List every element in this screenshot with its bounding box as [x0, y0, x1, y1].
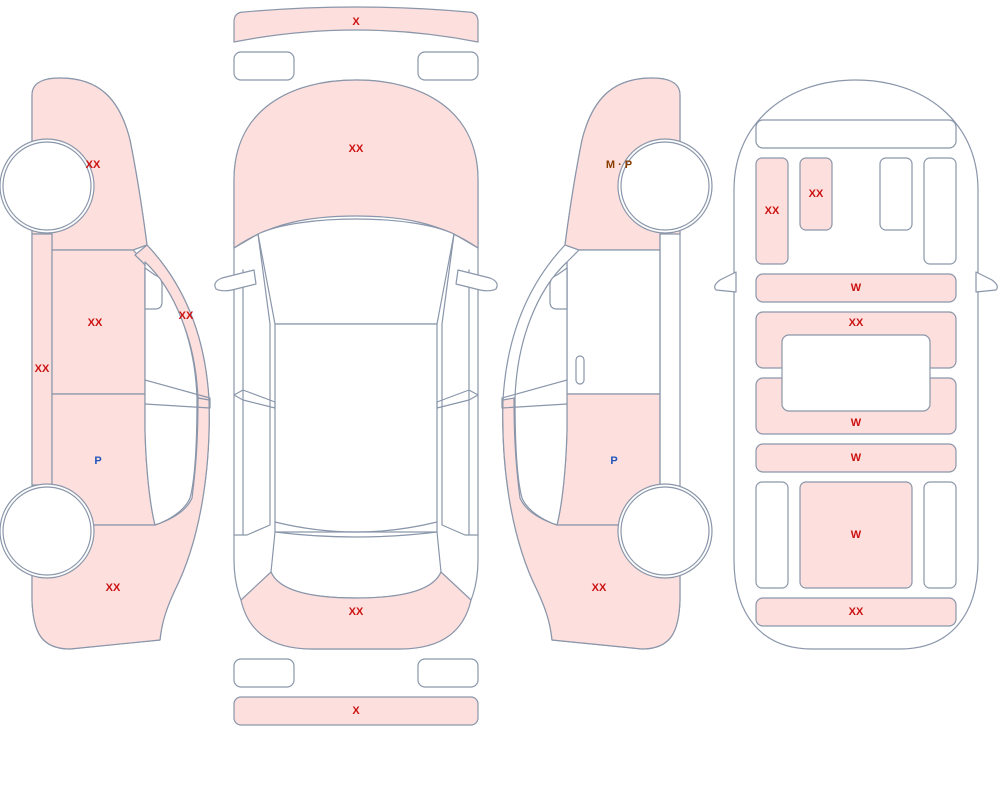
right-front-wheel: [620, 141, 710, 231]
hood[interactable]: [233, 79, 479, 249]
label-right-front-fender: M · P: [606, 159, 632, 171]
label-left-front-fender: XX: [86, 159, 101, 171]
cargo-area[interactable]: [799, 481, 913, 589]
right-door-handle: [575, 355, 585, 385]
label-int-row4: W: [851, 452, 862, 464]
damage-labels: X XX XX X XX XX P XX XX XX M · P P XX XX…: [35, 16, 864, 717]
top-left-mirror: [214, 269, 257, 292]
front-left-headlight: [233, 51, 295, 81]
interior-view: [714, 79, 998, 650]
left-side-view: [0, 77, 211, 650]
front-bumper[interactable]: [233, 6, 479, 43]
left-rear-wheel: [2, 486, 92, 576]
label-left-rocker: XX: [35, 363, 50, 375]
interior-row-5[interactable]: [755, 597, 957, 627]
label-right-rear-door: P: [610, 455, 617, 467]
dashboard: [755, 119, 957, 149]
left-rear-quarter[interactable]: [31, 397, 210, 650]
left-c-pillar-line: [144, 379, 211, 409]
label-int-row2: XX: [849, 317, 864, 329]
right-rear-wheel: [620, 486, 710, 576]
roof: [274, 323, 438, 533]
label-left-quarter: XX: [106, 582, 121, 594]
right-mirror: [549, 267, 568, 310]
left-front-wheel: [2, 141, 92, 231]
rear-bumper[interactable]: [233, 696, 479, 726]
right-side-view: [501, 77, 713, 650]
label-left-front-door: XX: [88, 317, 103, 329]
label-left-rear-door: P: [94, 455, 101, 467]
rear-left-taillight: [233, 658, 295, 688]
label-left-pillar: XX: [179, 310, 194, 322]
rear-bumper-panel[interactable]: [240, 571, 472, 650]
front-right-headlight: [417, 51, 479, 81]
right-rear-quarter[interactable]: [502, 397, 681, 650]
rear-right-taillight: [417, 658, 479, 688]
label-front-bumper: X: [352, 16, 360, 28]
rear-window: [270, 531, 442, 599]
left-rocker-panel[interactable]: [31, 233, 53, 486]
windshield: [257, 218, 455, 325]
label-int-row3: W: [851, 417, 862, 429]
label-hood: XX: [349, 143, 364, 155]
right-rear-window: [514, 261, 568, 526]
label-rear-bumper-panel: XX: [349, 606, 364, 618]
front-right-console: [879, 157, 913, 231]
interior-right-mirror: [975, 271, 998, 293]
label-rear-bumper: X: [352, 705, 360, 717]
left-rear-window: [144, 261, 198, 526]
interior-row-1[interactable]: [755, 273, 957, 303]
rear-right-seat: [923, 481, 957, 589]
front-left-seat[interactable]: [755, 157, 789, 265]
label-int-row5: XX: [849, 606, 864, 618]
top-view: [214, 6, 498, 726]
label-right-quarter: XX: [592, 582, 607, 594]
right-c-pillar-line: [501, 379, 568, 409]
label-int-cargo: W: [851, 529, 862, 541]
top-left-door-line: [233, 233, 271, 536]
left-mirror: [144, 267, 163, 310]
top-right-b-pillar: [436, 389, 479, 409]
front-right-seat: [923, 157, 957, 265]
top-right-door-line: [441, 233, 479, 536]
label-int-front-seat-left: XX: [765, 205, 780, 217]
interior-row-4[interactable]: [755, 443, 957, 473]
top-right-mirror: [455, 269, 498, 292]
interior-center-panel: [781, 334, 931, 412]
rear-left-seat: [755, 481, 789, 589]
front-center-console[interactable]: [799, 157, 833, 231]
label-int-front-seat-right: XX: [809, 188, 824, 200]
label-int-row1: W: [851, 282, 862, 294]
interior-left-mirror: [714, 271, 737, 293]
top-left-b-pillar: [233, 389, 276, 409]
roof-rear-curve: [274, 521, 438, 533]
